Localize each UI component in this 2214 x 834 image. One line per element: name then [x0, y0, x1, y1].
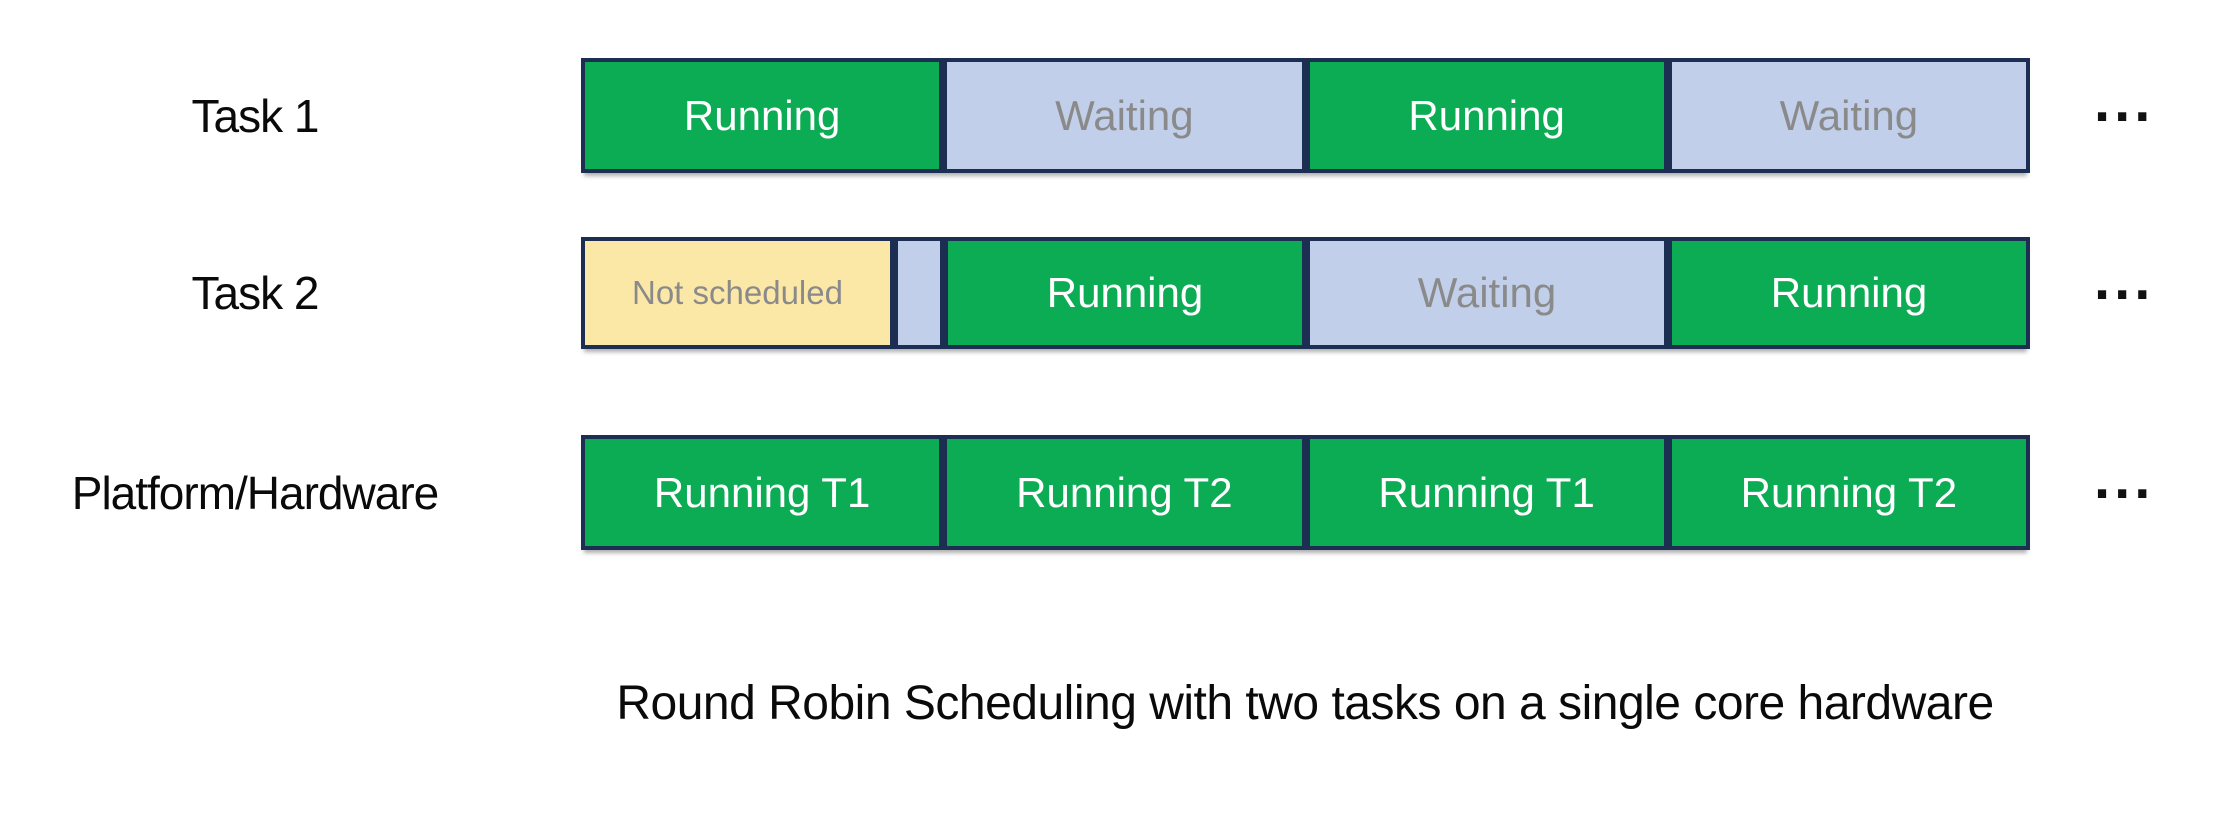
- platform-segment-running-t2-1: Running T2: [943, 435, 1306, 550]
- task2-segment-waiting-1: Waiting: [1306, 237, 1668, 349]
- task2-segment-running-2: Running: [1668, 237, 2030, 349]
- task2-segment-running-1: Running: [944, 237, 1306, 349]
- task2-segment-not-scheduled: Not scheduled: [581, 237, 894, 349]
- task2-timeline-bar: Not scheduled Running Waiting Running: [581, 237, 2030, 349]
- platform-label: Platform/Hardware: [71, 466, 439, 519]
- platform-segment-running-t2-2: Running T2: [1667, 435, 2030, 550]
- task2-row: Task 2 Not scheduled Running Waiting Run…: [0, 237, 2214, 349]
- platform-row: Platform/Hardware Running T1 Running T2 …: [0, 435, 2214, 550]
- task1-segment-waiting-2: Waiting: [1667, 58, 2030, 173]
- task2-segment-waiting-gap: [894, 237, 944, 349]
- platform-segment-running-t1-1: Running T1: [581, 435, 944, 550]
- task1-timeline-bar: Running Waiting Running Waiting: [581, 58, 2030, 173]
- platform-segment-running-t1-2: Running T1: [1305, 435, 1668, 550]
- task1-row: Task 1 Running Waiting Running Waiting .…: [0, 58, 2214, 173]
- task1-segment-running-1: Running: [581, 58, 944, 173]
- platform-ellipsis: ...: [2094, 446, 2155, 511]
- task1-segment-running-2: Running: [1305, 58, 1668, 173]
- task1-segment-waiting-1: Waiting: [943, 58, 1306, 173]
- task1-label: Task 1: [191, 89, 320, 142]
- diagram-caption: Round Robin Scheduling with two tasks on…: [616, 677, 1994, 730]
- task2-label: Task 2: [191, 267, 320, 319]
- task2-ellipsis: ...: [2094, 246, 2155, 312]
- platform-timeline-bar: Running T1 Running T2 Running T1 Running…: [581, 435, 2030, 550]
- task1-ellipsis: ...: [2094, 69, 2155, 134]
